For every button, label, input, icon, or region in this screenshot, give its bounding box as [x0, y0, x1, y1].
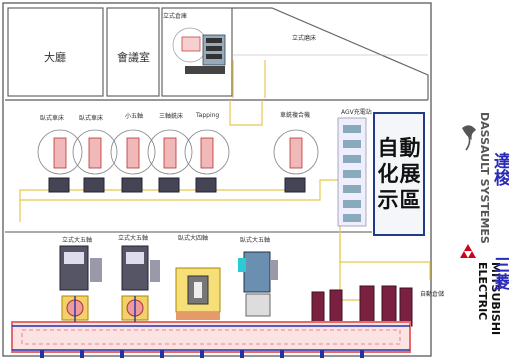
showcase-char: 動	[399, 136, 421, 160]
auto-warehouse-towers	[311, 285, 413, 327]
lower-station-label-4: 臥式大五軸	[240, 237, 271, 244]
lower-station-row	[59, 245, 278, 321]
station-label-4: 三軸銑床	[159, 113, 184, 120]
station-tapping	[184, 129, 230, 193]
outer-wall	[2, 2, 432, 357]
column-markers	[40, 350, 364, 358]
station-label-1: 臥式車床	[40, 115, 65, 122]
station-lathe-1	[37, 129, 83, 193]
showcase-char: 自	[377, 136, 399, 160]
hall-room	[7, 7, 104, 97]
showcase-char: 展	[399, 162, 421, 186]
dassault-en-text: DASSAULT SYSTEMES	[478, 112, 491, 244]
station-big-five-axis-3	[238, 251, 278, 317]
lower-station-label-1: 立式大五軸	[62, 237, 93, 244]
mitsubishi-en-text: MITSUBISHI ELECTRIC	[476, 262, 502, 336]
agv-label: AGV充電站	[341, 109, 372, 116]
lower-station-label-2: 立式大五軸	[118, 235, 149, 242]
mitsubishi-logo	[460, 244, 476, 258]
agv-charging-rack	[337, 117, 367, 227]
showcase-char: 化	[377, 162, 399, 186]
showcase-char: 區	[399, 188, 421, 212]
lower-station-label-3: 臥式大四軸	[178, 235, 209, 242]
hall-label: 大廳	[44, 51, 66, 64]
top-station-row	[37, 129, 319, 193]
dock-wall	[232, 7, 429, 100]
station-label-5: Tapping	[196, 112, 220, 119]
warehouse-label: 立式倉庫	[163, 13, 188, 20]
dock-label: 立式磨床	[292, 35, 317, 42]
station-label-2: 臥式車床	[79, 115, 104, 122]
station-label-3: 小五軸	[125, 113, 144, 120]
dassault-logo	[462, 125, 476, 151]
station-label-6: 車銑複合機	[280, 112, 311, 119]
conveyor-loop	[11, 321, 411, 353]
showcase-char: 示	[377, 188, 399, 212]
station-lathe-2	[72, 129, 118, 193]
meeting-room-label: 會議室	[117, 51, 150, 64]
station-big-five-axis-2	[121, 245, 160, 321]
station-five-axis	[110, 129, 156, 193]
station-turn-mill	[273, 129, 319, 193]
station-big-five-axis-1	[59, 245, 102, 321]
station-big-four-axis	[175, 267, 221, 320]
mitsubishi-cn-text: 三菱	[490, 256, 509, 290]
station-milling	[147, 129, 193, 193]
meeting-room	[106, 7, 160, 97]
dassault-cn-text: 達梭	[490, 152, 509, 186]
automation-showcase-label: 自 動 化 展 示 區	[373, 112, 425, 236]
auto-warehouse-label: 自動倉儲	[420, 291, 445, 298]
